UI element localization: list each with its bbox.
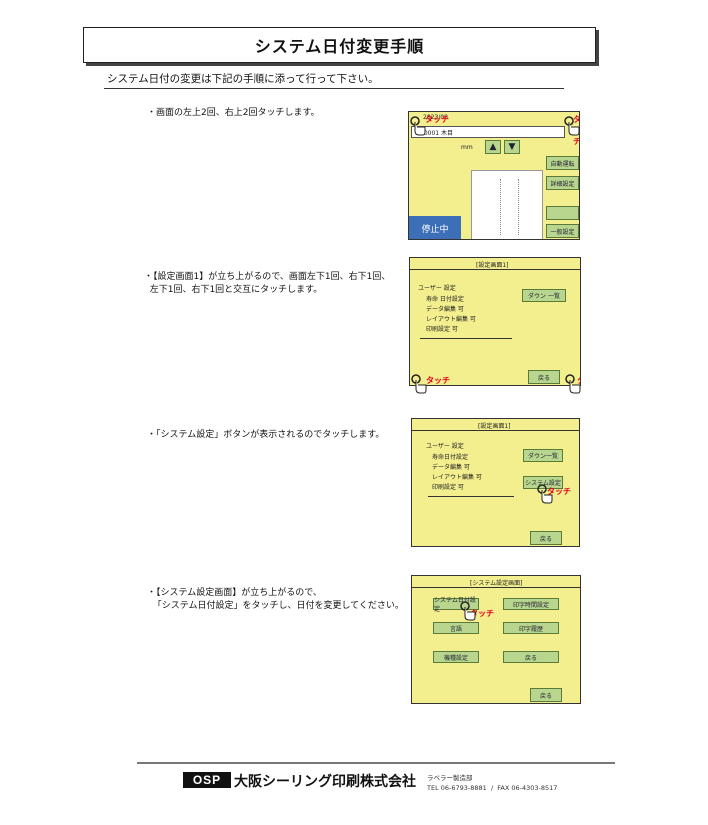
- screen1-unit: mm: [461, 144, 473, 151]
- intro-text: システム日付の変更は下記の手順に添って行って下さい。: [107, 73, 379, 85]
- screen2-item: レイアウト編集 可: [426, 316, 476, 323]
- touch-label: タッチ: [547, 487, 571, 496]
- page-title: システム日付変更手順: [83, 27, 596, 63]
- screen2-item: 印刷設定 可: [426, 326, 458, 333]
- system-date-settings-button[interactable]: システム日付設定: [433, 597, 479, 613]
- side-button-3[interactable]: [546, 206, 579, 220]
- screen2-title: [設定画面1]: [476, 262, 509, 269]
- up-arrow-button[interactable]: ▲: [485, 140, 501, 154]
- screen3-group-title: ユーザー 設定: [426, 443, 464, 450]
- screen-1-main: 2023/08 00001 木目 mm ▲ ▼ 自動運転 詳細設定 一般設定 停…: [408, 111, 580, 240]
- hand-pointer-icon: [564, 116, 580, 136]
- auto-run-button[interactable]: 自動運転: [546, 156, 579, 170]
- screen-4-system-settings: [システム設定画面] システム日付設定 印字時間設定 言語 印字履歴 機種設定 …: [411, 575, 581, 704]
- phone-fax: TEL 06-6793-8881 / FAX 06-4303-8517: [427, 784, 558, 792]
- screen3-title: [設定画面1]: [478, 423, 511, 430]
- status-stopped: 停止中: [409, 216, 461, 239]
- language-button[interactable]: 言語: [433, 622, 479, 634]
- screen3-item: データ編集 可: [432, 464, 470, 471]
- touch-label: タッチ: [425, 115, 449, 124]
- hand-pointer-icon: [411, 374, 427, 394]
- screen4-return-button[interactable]: 戻る: [503, 651, 559, 663]
- system-settings-button[interactable]: システム設定: [523, 476, 563, 489]
- screen3-item: 印刷設定 可: [432, 484, 464, 491]
- screen3-item: レイアウト編集 可: [432, 474, 482, 481]
- screen1-record-field: 00001 木目: [411, 126, 565, 138]
- screen1-date: 2023/08: [423, 114, 448, 121]
- screen2-item: データ編集 可: [426, 306, 464, 313]
- down-arrow-button[interactable]: ▼: [504, 140, 520, 154]
- model-settings-button[interactable]: 機種設定: [433, 651, 479, 663]
- company-name: 大阪シーリング印刷株式会社: [234, 774, 416, 790]
- step-3-text: ・「システム設定」ボタンが表示されるのでタッチします。: [147, 430, 385, 440]
- screen3-down-list-button[interactable]: ダウン一覧: [523, 449, 563, 462]
- hand-pointer-icon: [410, 116, 426, 136]
- hand-pointer-icon: [460, 601, 476, 621]
- intro-underline: [104, 88, 564, 89]
- screen4-back-button[interactable]: 戻る: [530, 688, 562, 702]
- screen1-data-table: [471, 170, 543, 239]
- screen2-item: 寿命 日付設定: [426, 296, 464, 303]
- screen4-title: [システム設定画面]: [470, 580, 523, 587]
- step-4-text: ・【システム設定画面】が立ち上がるので、 「システム日付設定」をタッチし、日付を…: [147, 588, 404, 611]
- department-name: ラベラー製造部: [427, 774, 473, 782]
- step-2-text: ・【設定画面1】が立ち上がるので、画面左下1回、右下1回、 左下1回、右下1回と…: [144, 272, 391, 295]
- detail-settings-button[interactable]: 詳細設定: [546, 176, 579, 190]
- screen2-back-button[interactable]: 戻る: [528, 370, 560, 384]
- company-logo: OSP: [183, 772, 231, 788]
- touch-label: タッチ: [470, 609, 494, 618]
- screen3-item: 寿命日付設定: [432, 454, 469, 461]
- touch-label: タッチ: [577, 375, 580, 385]
- general-settings-button[interactable]: 一般設定: [546, 224, 579, 238]
- screen-2-settings: [設定画面1] ユーザー 設定 寿命 日付設定 データ編集 可 レイアウト編集 …: [409, 257, 581, 386]
- screen2-down-list-button[interactable]: ダウン 一覧: [522, 289, 566, 302]
- print-history-button[interactable]: 印字履歴: [503, 622, 559, 634]
- screen1-record: 00001 木目: [420, 130, 453, 137]
- hand-pointer-icon: [537, 484, 553, 504]
- screen-3-settings: [設定画面1] ユーザー 設定 寿命日付設定 データ編集 可 レイアウト編集 可…: [411, 418, 580, 547]
- footer-divider: [137, 762, 615, 764]
- step-1-text: ・画面の左上2回、右上2回タッチします。: [147, 108, 320, 118]
- hand-pointer-icon: [565, 374, 581, 394]
- touch-label: タッチ: [426, 376, 450, 385]
- contact-info: ラベラー製造部 TEL 06-6793-8881 / FAX 06-4303-8…: [427, 773, 557, 793]
- screen3-back-button[interactable]: 戻る: [530, 531, 562, 545]
- screen2-group-title: ユーザー 設定: [418, 285, 456, 292]
- print-time-settings-button[interactable]: 印字時間設定: [503, 598, 559, 610]
